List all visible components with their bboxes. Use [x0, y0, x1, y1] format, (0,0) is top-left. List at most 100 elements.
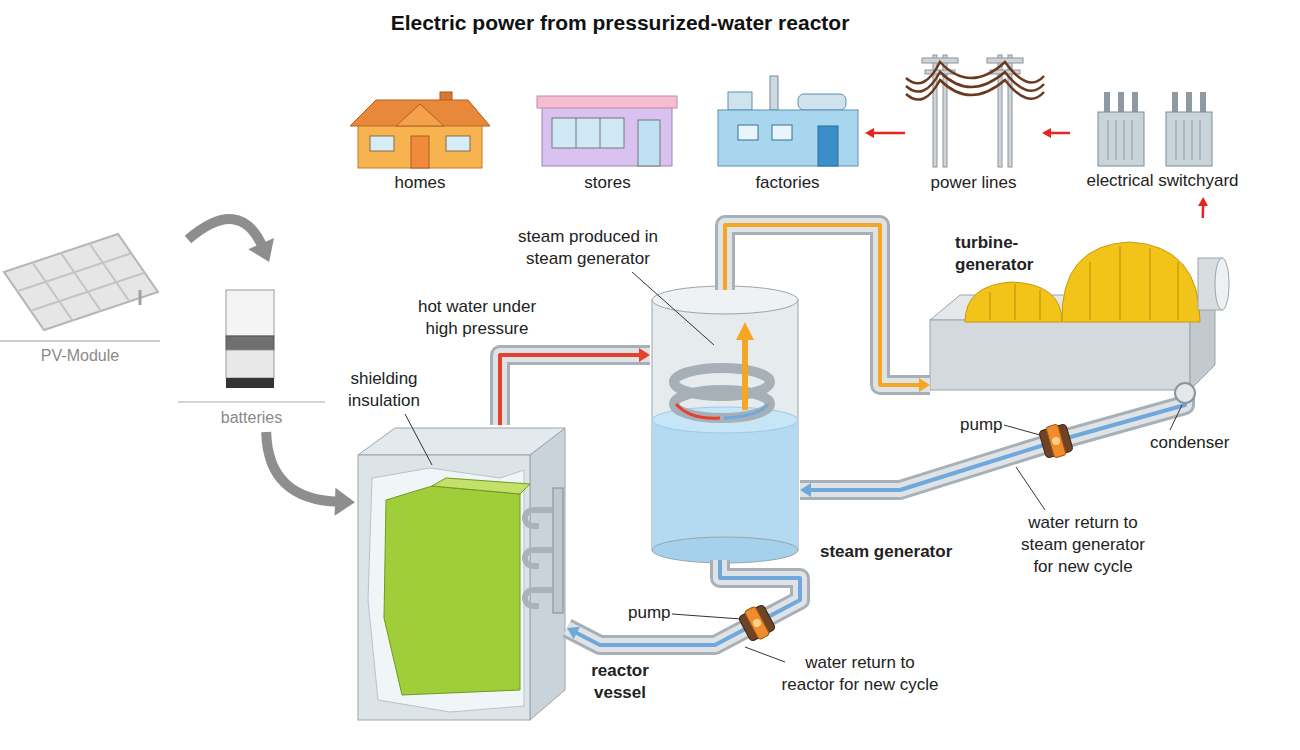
- power-line-node: power lines: [905, 40, 1042, 195]
- pipe-wall: [725, 225, 930, 385]
- connector-line: [188, 219, 263, 247]
- switchyard-icon: [1132, 92, 1138, 114]
- diagram-title: Electric power from pressurized-water re…: [0, 10, 1240, 36]
- leader-line: [745, 647, 785, 662]
- connector-line: [1202, 204, 1205, 218]
- reactor-vessel-drawing: [525, 510, 553, 526]
- house-icon: [350, 92, 490, 168]
- store-icon: [600, 118, 601, 148]
- steam-generator-drawing: [652, 420, 798, 550]
- power-flow-arrow: [1198, 197, 1208, 218]
- reactor-vessel-drawing: [358, 455, 530, 720]
- switchyard-icon: [1166, 112, 1212, 166]
- factory-icon: [772, 125, 792, 140]
- node-label: batteries: [178, 407, 325, 429]
- pipe-wall: [567, 560, 800, 645]
- factory-icon: [718, 76, 858, 166]
- reactor-vessel-drawing: [358, 428, 565, 720]
- pump-symbol: [1051, 436, 1061, 446]
- switchyard-icon: [1200, 120, 1201, 160]
- pipe-connector: [500, 348, 650, 425]
- connector-line: [575, 560, 800, 645]
- factory-icon: [798, 94, 846, 110]
- power-flow-arrow: [865, 128, 905, 138]
- pipe-body: [567, 560, 800, 645]
- node-label: factories: [710, 172, 865, 194]
- arrowhead: [1042, 128, 1051, 138]
- leader-line: [672, 614, 741, 619]
- arrowhead: [639, 348, 650, 362]
- steam-generator-drawing: [676, 404, 720, 418]
- arrowhead: [865, 128, 874, 138]
- energy-flow-arrow: [188, 219, 274, 262]
- node-label: reactor vessel: [580, 660, 660, 704]
- reactor-vessel-drawing: [432, 478, 530, 494]
- battery-icon: [226, 350, 274, 378]
- turbine-generator-drawing: [1062, 242, 1200, 322]
- reactor-vessel-drawing: [525, 550, 553, 566]
- switchyard-icon: [1116, 120, 1117, 160]
- reactor-vessel-drawing: [368, 468, 524, 712]
- switchyard-icon: [1098, 92, 1212, 166]
- power-line-icon: [906, 62, 1044, 83]
- switchyard-icon: [1118, 92, 1124, 114]
- reactor-vessel-drawing: [525, 590, 553, 606]
- steam-generator-node: steam generator: [650, 290, 800, 560]
- connector-line: [872, 132, 905, 135]
- pipe-connector: [800, 395, 1185, 497]
- store-icon: [576, 118, 577, 148]
- part-label: pump: [628, 602, 671, 624]
- steam-generator-drawing: [742, 338, 748, 410]
- pv-module-icon: [17, 253, 131, 291]
- switchyard-icon: [1124, 120, 1125, 160]
- house-icon: [370, 136, 394, 151]
- turbine-generator-drawing: [1177, 262, 1179, 320]
- pipe-wall: [500, 355, 650, 425]
- power-line-icon: [906, 55, 1044, 167]
- switchyard-icon: [1104, 92, 1110, 114]
- connector-line: [1049, 132, 1070, 135]
- pipe-wall: [800, 395, 1185, 490]
- callout-label: shielding insulation: [335, 368, 433, 412]
- turbine-generator-drawing: [1014, 284, 1016, 320]
- steam-generator-drawing: [652, 537, 798, 563]
- part-label: condenser: [1150, 432, 1229, 454]
- switchyard-icon: [1108, 120, 1109, 160]
- part-label: pump: [960, 414, 1003, 436]
- turbine-generator-drawing: [930, 320, 1190, 390]
- pump-symbol: [1046, 424, 1066, 458]
- house-icon: [446, 136, 470, 151]
- pv-module-icon: [61, 253, 101, 311]
- arrowhead: [1198, 197, 1208, 206]
- node-label: stores: [535, 172, 680, 194]
- switchyard-icon: [1098, 112, 1144, 166]
- factory-icon: [770, 76, 778, 110]
- pump-symbol: [752, 618, 763, 629]
- pv-module-icon: [31, 273, 145, 311]
- reactor-vessel-drawing: [553, 488, 563, 613]
- leader-line: [1170, 405, 1182, 430]
- turbine-generator-drawing: [989, 292, 991, 320]
- reactor-vessel-drawing: [530, 428, 565, 720]
- switchyard-icon: [1132, 120, 1133, 160]
- house-icon: [411, 136, 429, 168]
- node-label: turbine-generator: [955, 232, 1050, 276]
- pv-module-icon: [139, 290, 142, 305]
- battery-icon: [226, 378, 274, 388]
- leader-line: [405, 272, 1182, 662]
- arrowhead: [248, 238, 274, 262]
- callout-label: water return to reactor for new cycle: [778, 652, 942, 696]
- factory-node: factories: [710, 70, 865, 195]
- callout-label: hot water under high pressure: [412, 296, 542, 340]
- node-label: PV-Module: [0, 345, 160, 367]
- pump-symbol: [1038, 422, 1074, 460]
- callout-label: water return to steam generator for new …: [1013, 512, 1153, 578]
- connector-line: [266, 432, 339, 502]
- arrowhead: [567, 627, 580, 640]
- node-label: power lines: [905, 172, 1042, 194]
- battery-icon: [178, 402, 325, 403]
- pv-module-icon: [0, 234, 160, 341]
- leader-line: [1016, 467, 1045, 510]
